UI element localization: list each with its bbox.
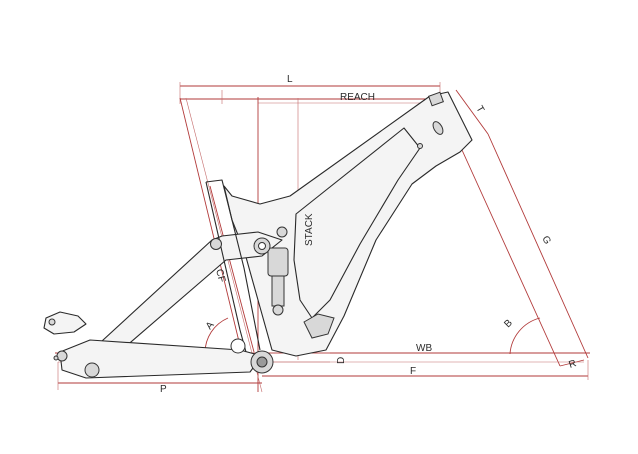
frame-components xyxy=(43,91,444,378)
derailleur-mount xyxy=(53,355,59,361)
frame-inner-cutout xyxy=(293,127,421,319)
dim-line-fork-axis xyxy=(461,149,561,367)
bike-frame xyxy=(59,91,473,379)
dim-line-r xyxy=(559,359,585,367)
label-f: F xyxy=(410,366,416,377)
bottle-mount-plate xyxy=(303,313,335,339)
seat-tube xyxy=(205,179,261,351)
rear-shock-body xyxy=(267,247,289,277)
label-cf: CF xyxy=(213,268,227,284)
label-g: G xyxy=(539,234,552,246)
label-r: R xyxy=(568,358,578,371)
label-d: D xyxy=(336,357,347,364)
dim-arc-b xyxy=(509,317,541,355)
label-stack: STACK xyxy=(304,213,315,246)
label-a: A xyxy=(204,319,217,331)
dimension-labels: L REACH STACK T G B R WB D F P A CF xyxy=(160,74,578,395)
label-reach: REACH xyxy=(340,92,375,103)
chainstay-pivot xyxy=(56,350,68,362)
label-wb: WB xyxy=(416,343,432,354)
bottom-bracket-inner xyxy=(256,356,268,368)
rear-brake-mount xyxy=(43,311,87,335)
brake-mount-bolt xyxy=(48,318,56,326)
seat-stay-pivot xyxy=(210,238,222,250)
cable-port-top xyxy=(432,121,444,135)
shock-mount-pivot xyxy=(276,226,288,238)
label-b: B xyxy=(502,317,515,330)
dim-line-seat-angle xyxy=(179,97,243,355)
main-pivot xyxy=(230,338,246,354)
dim-line-cf xyxy=(209,185,255,353)
dim-line-t xyxy=(455,89,489,135)
front-triangle xyxy=(223,91,473,357)
rear-shock-shaft xyxy=(271,275,285,307)
label-p: P xyxy=(160,384,167,395)
cable-port-small xyxy=(417,143,423,149)
rear-shock-eye xyxy=(272,304,284,316)
dim-line-g xyxy=(487,133,589,359)
head-tube-cap xyxy=(428,91,444,107)
seat-stay xyxy=(77,231,283,361)
label-l: L xyxy=(287,74,293,85)
rear-dropout xyxy=(84,362,100,378)
label-t: T xyxy=(473,104,486,115)
rocker-pivot-inner xyxy=(258,242,266,250)
